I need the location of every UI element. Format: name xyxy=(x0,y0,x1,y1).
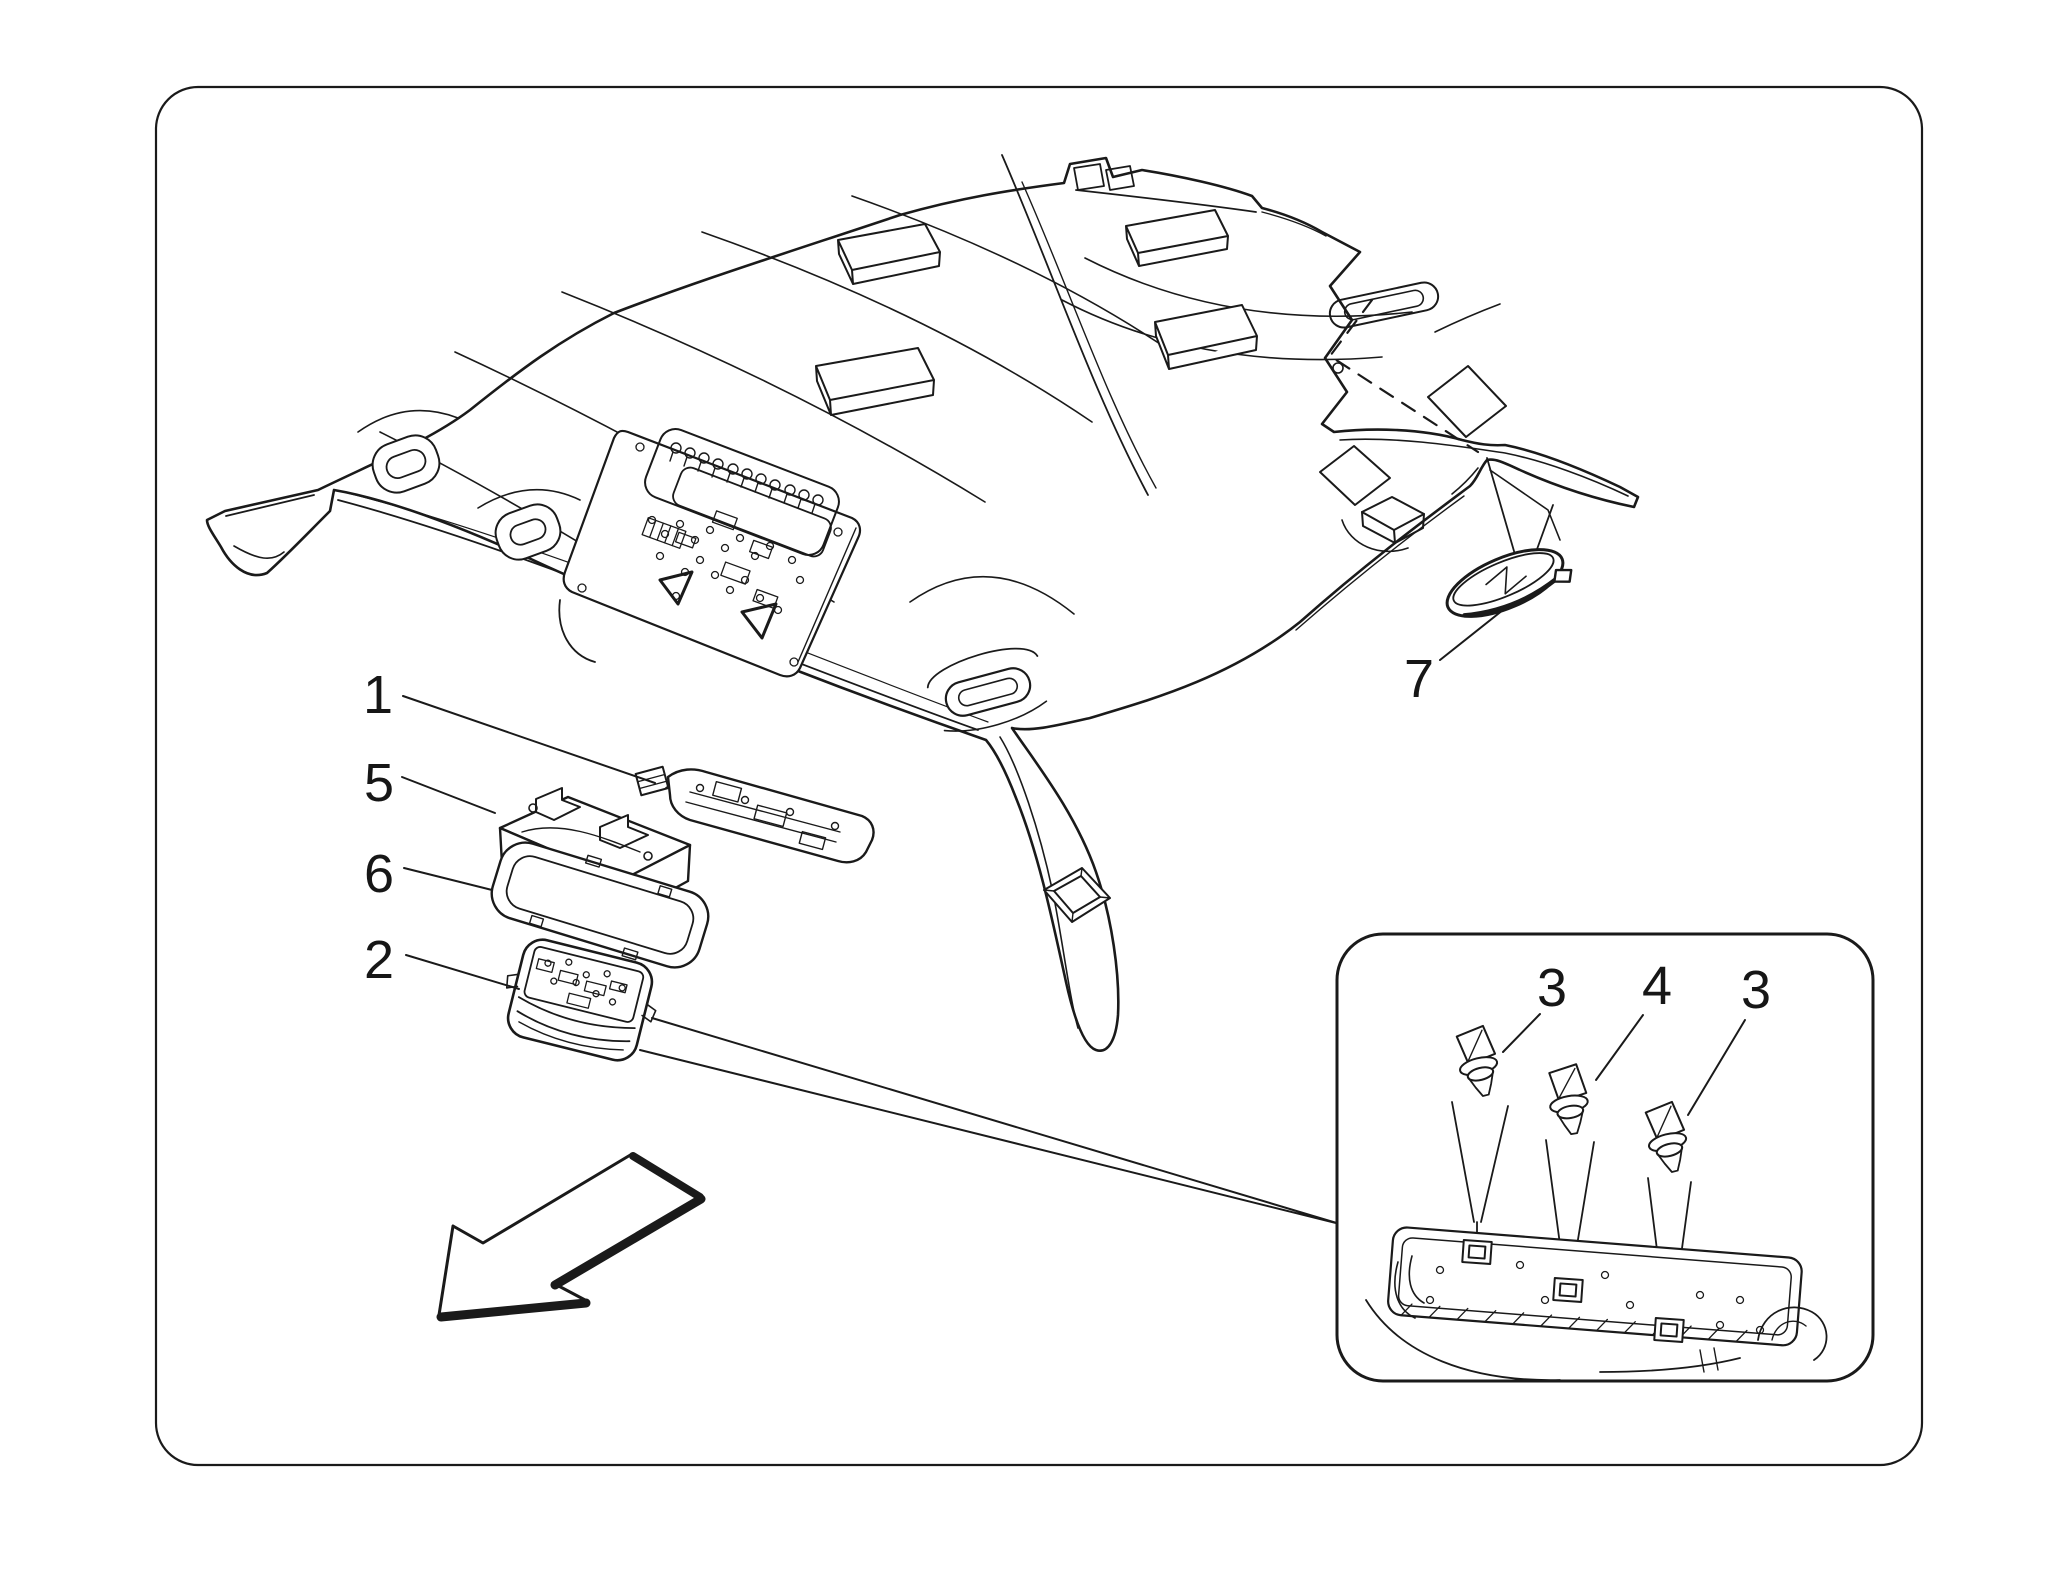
strip-square-hole xyxy=(1043,867,1111,923)
part-7-lens xyxy=(1445,457,1573,618)
roof-top-tab xyxy=(1073,163,1327,237)
dashed-leader-line xyxy=(1328,298,1480,454)
leader-line-5 xyxy=(401,776,496,814)
callout-6-label: 6 xyxy=(364,844,394,904)
inset-detail-box xyxy=(1335,932,1875,1383)
roof-headliner-illustration xyxy=(205,154,1640,1052)
leader-line-6 xyxy=(403,867,493,891)
bulb-3-left-icon xyxy=(1455,1024,1499,1097)
inset-pointer-wedge xyxy=(639,1017,1341,1225)
callout-2-label: 2 xyxy=(364,930,394,990)
callout-7-label: 7 xyxy=(1404,649,1434,709)
wire-loop-row xyxy=(669,442,824,514)
inset-leader-lines xyxy=(1502,1013,1746,1116)
foam-pads xyxy=(815,209,1507,506)
inset-lamp-board xyxy=(1365,1226,1828,1381)
inset-callout-3-left-label: 3 xyxy=(1537,958,1567,1018)
inset-callout-3-right-label: 3 xyxy=(1741,960,1771,1020)
callout-1-label: 1 xyxy=(363,665,393,725)
rear-section-details xyxy=(1295,281,1629,631)
leader-line-7 xyxy=(1439,605,1509,661)
direction-arrow xyxy=(436,1152,706,1322)
leader-lines xyxy=(401,605,1509,1225)
bulb-3-right-icon xyxy=(1644,1100,1688,1173)
bulb-4-middle-icon xyxy=(1548,1063,1589,1136)
part-6-bezel-frame xyxy=(490,841,710,969)
part-2-courtesy-light-unit xyxy=(505,938,657,1062)
callout-5-label: 5 xyxy=(364,753,394,813)
bulb-icons xyxy=(1455,1024,1688,1173)
bulb-sockets xyxy=(1461,1239,1685,1343)
callout-labels: 1 5 6 2 7 3 4 3 xyxy=(363,649,1771,1020)
rear-section-fold-line xyxy=(1001,154,1149,496)
leader-line-2 xyxy=(405,954,520,990)
inset-callout-4-label: 4 xyxy=(1642,956,1672,1016)
map-light-console xyxy=(558,428,862,678)
leader-line-1 xyxy=(402,695,656,784)
console-board-detail xyxy=(558,442,843,667)
part-1-support-bracket xyxy=(634,765,875,864)
